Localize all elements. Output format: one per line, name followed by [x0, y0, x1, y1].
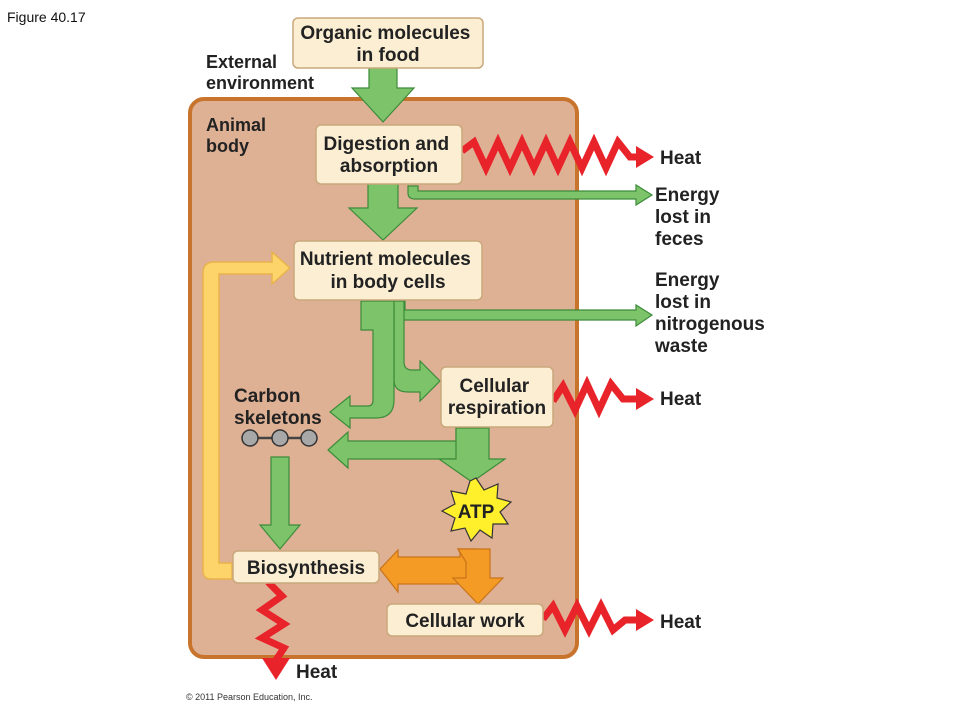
cellular-respiration-box [440, 366, 554, 428]
heat-arrow-biosynthesis [254, 579, 291, 680]
heat-label-digestion: Heat [660, 148, 702, 169]
heat-label-biosynthesis: Heat [296, 662, 338, 683]
organic-molecules-box [292, 17, 484, 69]
nutrient-to-carbon-arrow [329, 300, 395, 430]
biosynthesis-text: Biosynthesis [247, 558, 365, 579]
food-to-digestion-arrow [350, 66, 416, 123]
heat-arrow-digestion [459, 133, 654, 177]
heat-arrow-work [540, 598, 654, 638]
cellular-work-box [386, 603, 544, 637]
recycle-arrow [202, 250, 292, 580]
carbon-to-biosynthesis-arrow [258, 456, 302, 550]
external-environment-label: External environment [206, 52, 314, 93]
respiration-to-atp-arrow [437, 427, 507, 483]
copyright-text: © 2011 Pearson Education, Inc. [186, 692, 313, 702]
nutrient-molecules-text: Nutrient molecules in body cells [300, 249, 476, 293]
digestion-text: Digestion and absorption [324, 134, 455, 177]
nutrient-molecules-box [293, 240, 483, 301]
biosynthesis-box [232, 550, 380, 584]
heat-arrow-respiration [550, 375, 654, 419]
heat-label-work: Heat [660, 612, 702, 633]
heat-label-respiration: Heat [660, 389, 702, 410]
cellular-work-text: Cellular work [405, 611, 525, 632]
cellular-respiration-text: Cellular respiration [448, 376, 546, 419]
digestion-to-nutrient-arrow [347, 183, 419, 241]
carbon-skeletons-label: Carbon skeletons [234, 386, 322, 429]
carbon-skeleton-molecule-icon [241, 429, 318, 447]
nutrient-to-respiration-arrow [393, 300, 441, 403]
figure-label: Figure 40.17 [7, 9, 86, 25]
energy-lost-nitrogenous-label: Energy lost in nitrogenous waste [654, 270, 770, 357]
atp-label: ATP [458, 502, 495, 523]
digestion-box [315, 124, 463, 185]
feces-energy-arrow [407, 183, 654, 207]
energy-lost-feces-label: Energy lost in feces [655, 185, 725, 250]
organic-molecules-text: Organic molecules in food [300, 23, 475, 66]
animal-body-label: Animal body [206, 115, 271, 156]
atp-burst-icon [440, 477, 513, 543]
